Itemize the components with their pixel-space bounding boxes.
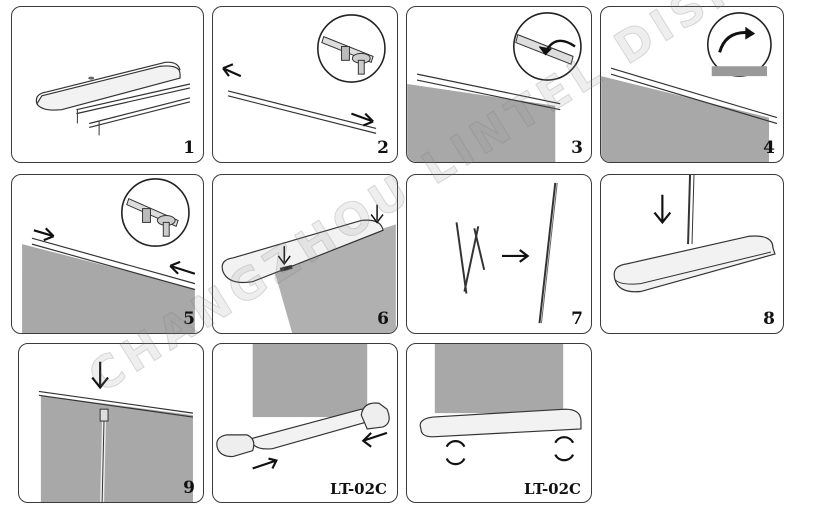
banner-hook-illustration (38, 361, 194, 502)
step-2-panel: 2 (212, 6, 398, 163)
step-number: 1 (183, 138, 195, 158)
step-number: 6 (377, 309, 389, 329)
step-5-panel: 5 (11, 174, 204, 334)
step-number: 4 (763, 138, 775, 158)
pole-into-base-illustration (613, 175, 776, 293)
step-number: 2 (377, 138, 389, 158)
banner-rail-snap-illustration (601, 12, 778, 162)
banner-top-caps-illustration (22, 178, 196, 333)
rotate-caps-panel: LT-02C (406, 343, 592, 503)
model-label: LT-02C (329, 480, 387, 498)
banner-rail-illustration (407, 12, 582, 162)
step-3-panel: 3 (406, 6, 592, 163)
step-number: 3 (571, 138, 583, 158)
end-caps-illustration (216, 344, 390, 470)
base-and-poles-illustration (35, 61, 191, 136)
banner-into-base-illustration (221, 204, 396, 333)
step-number: 9 (183, 478, 195, 498)
step-9-panel: 9 (18, 343, 204, 503)
rotate-caps-illustration (419, 344, 582, 466)
step-number: 8 (763, 309, 775, 329)
step-8-panel: 8 (600, 174, 784, 334)
step-number: 5 (183, 309, 195, 329)
step-1-panel: 1 (11, 6, 204, 163)
step-7-panel: 7 (406, 174, 592, 334)
model-label: LT-02C (523, 480, 581, 498)
step-4-panel: 4 (600, 6, 784, 163)
end-caps-panel: LT-02C (212, 343, 398, 503)
step-6-panel: 6 (212, 174, 398, 334)
pole-assembly-illustration (455, 182, 558, 324)
step-number: 7 (571, 309, 583, 329)
top-rail-caps-illustration (222, 14, 386, 134)
